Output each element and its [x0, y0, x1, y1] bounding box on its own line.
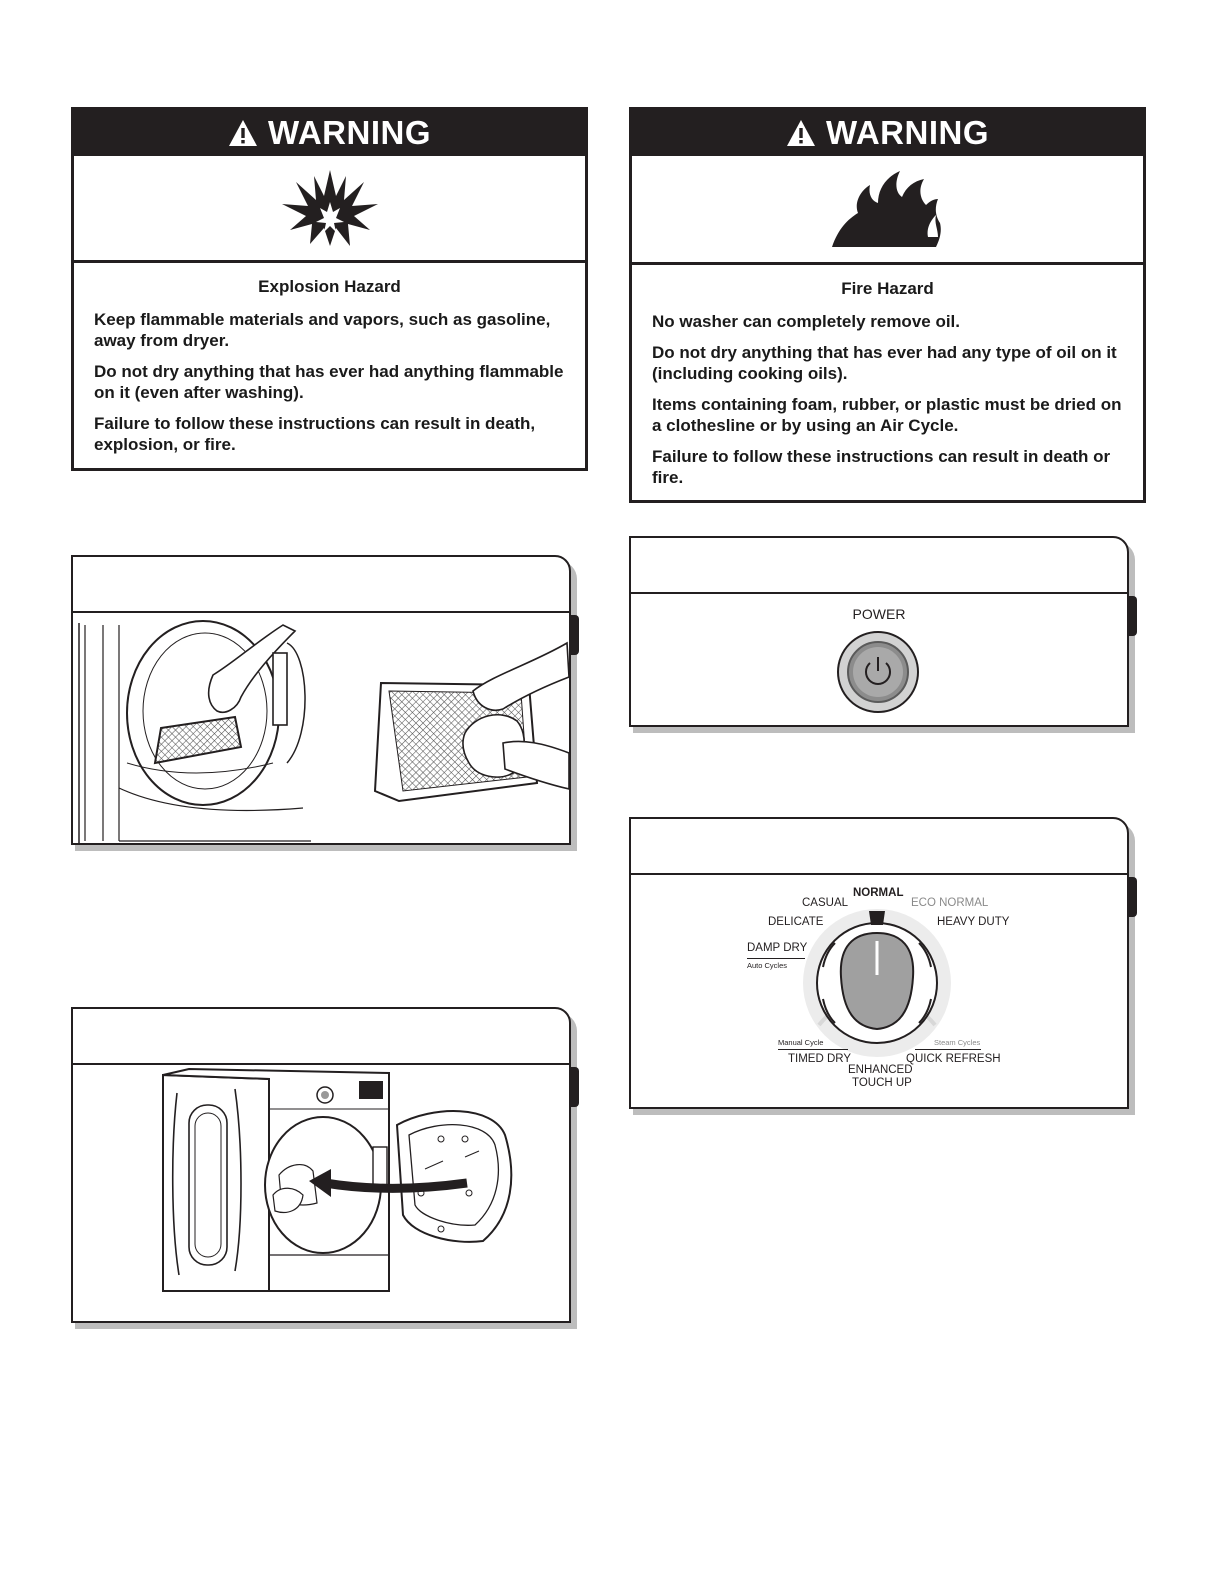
warning-header-text: WARNING [826, 114, 989, 151]
panel-header [631, 819, 1127, 875]
dial-label-auto-cycles: Auto Cycles [747, 961, 788, 970]
panel-frame [71, 1007, 571, 1323]
warning-triangle-icon [229, 120, 257, 146]
fire-warning-box: WARNING Fire Hazard No washer can comple… [629, 107, 1146, 503]
power-icon [837, 631, 919, 713]
power-label: POWER [852, 606, 906, 622]
warning-paragraph: Keep flammable materials and vapors, suc… [94, 310, 551, 350]
cycle-dial-panel: NORMAL CASUAL ECO NORMAL DELICATE HEAVY … [629, 817, 1137, 1115]
dial-label-timed-dry: TIMED DRY [788, 1053, 852, 1065]
load-dryer-panel [71, 1007, 579, 1329]
warning-paragraph: Do not dry anything that has ever had an… [652, 343, 1117, 383]
dial-label-delicate: DELICATE [768, 916, 824, 928]
panel-header [73, 1009, 569, 1065]
power-button[interactable] [836, 630, 920, 714]
dial-label-damp-dry: DAMP DRY [747, 942, 808, 954]
warning-title: Fire Hazard [841, 279, 934, 298]
lint-screen-removal-illustration [78, 620, 569, 843]
manual-cycle-rule [778, 1049, 848, 1050]
load-dryer-illustration [73, 1065, 569, 1321]
lint-screen-panel [71, 555, 579, 851]
panel-tab [571, 615, 579, 655]
panel-frame: POWER [629, 536, 1129, 727]
panel-frame [71, 555, 571, 845]
warning-title: Explosion Hazard [258, 277, 401, 296]
explosion-icon [281, 170, 378, 246]
explosion-warning-box: WARNING Explosion Hazard Keep flammable … [71, 107, 588, 471]
dial-label-quick-refresh: QUICK REFRESH [906, 1053, 1001, 1065]
warning-paragraph: Items containing foam, rubber, or plasti… [652, 395, 1122, 435]
dial-label-steam-cycles: Steam Cycles [934, 1038, 981, 1047]
cycle-dial-icon [803, 909, 951, 1057]
explosion-icon-area [74, 156, 585, 263]
warning-header: WARNING [74, 110, 585, 156]
panel-tab [571, 1067, 579, 1107]
warning-triangle-icon [787, 120, 815, 146]
fire-icon-area [632, 156, 1143, 265]
warning-paragraph: Failure to follow these instructions can… [94, 414, 536, 454]
panel-header [73, 557, 569, 613]
warning-paragraph: No washer can completely remove oil. [652, 312, 961, 331]
power-panel: POWER [629, 536, 1137, 733]
fire-icon [831, 171, 941, 247]
dial-label-enhanced: ENHANCED [848, 1064, 913, 1076]
dial-label-casual: CASUAL [802, 897, 849, 909]
panel-header [631, 538, 1127, 594]
warning-paragraph: Do not dry anything that has ever had an… [94, 362, 564, 402]
cycle-selector-knob[interactable] [801, 907, 953, 1059]
panel-tab [1129, 877, 1137, 917]
warning-header: WARNING [632, 110, 1143, 156]
steam-cycles-rule [915, 1049, 981, 1050]
lint-screen-illustration [73, 613, 569, 843]
dial-label-touch-up: TOUCH UP [852, 1077, 912, 1089]
panel-frame: NORMAL CASUAL ECO NORMAL DELICATE HEAVY … [629, 817, 1129, 1109]
auto-cycles-rule [747, 958, 805, 959]
warning-header-text: WARNING [268, 114, 431, 151]
dial-label-heavy-duty: HEAVY DUTY [937, 916, 1010, 928]
panel-tab [1129, 596, 1137, 636]
dial-label-normal: NORMAL [853, 887, 904, 899]
warning-paragraph: Failure to follow these instructions can… [652, 447, 1111, 487]
dial-label-manual-cycle: Manual Cycle [778, 1038, 824, 1047]
dial-label-eco-normal: ECO NORMAL [911, 897, 989, 909]
loading-dryer-illustration [162, 1067, 513, 1292]
